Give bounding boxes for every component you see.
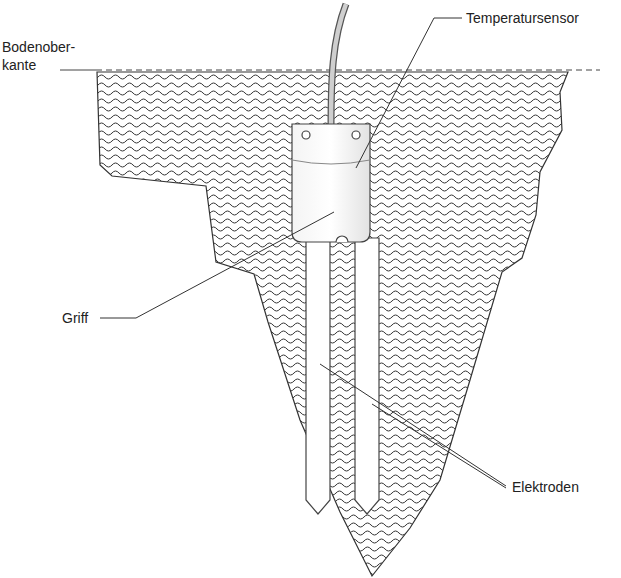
electrode — [355, 238, 379, 514]
leader-line — [356, 18, 462, 168]
part-label: Bodenober- kante — [2, 38, 88, 74]
mount-hole — [302, 131, 310, 139]
part-label: Temperatursensor — [466, 9, 616, 27]
electrode — [306, 238, 330, 514]
surface-line — [60, 70, 96, 71]
surface-line — [96, 70, 600, 71]
electrode-slot — [336, 236, 348, 242]
leader-line — [372, 404, 506, 488]
sensor-handle — [292, 124, 370, 242]
leader-line — [320, 364, 506, 486]
leader-line — [100, 212, 334, 318]
mount-hole — [352, 131, 360, 139]
part-label: Elektroden — [512, 478, 612, 496]
soil-body — [97, 72, 568, 576]
cable — [331, 4, 346, 128]
part-label: Griff — [62, 309, 102, 327]
cable — [331, 4, 346, 128]
